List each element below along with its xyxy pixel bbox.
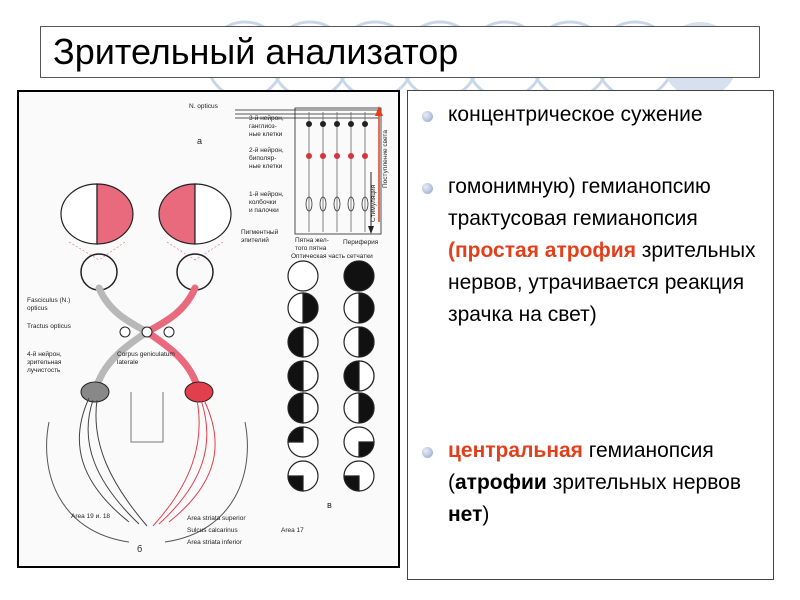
svg-text:эпителий: эпителий <box>241 236 269 244</box>
neuron2-label: 2-й нейрон, биполяр- ные клетки <box>249 146 284 170</box>
svg-text:4-й нейрон,: 4-й нейрон, <box>27 350 62 358</box>
symptoms-text-box: концентрическое сужение гомонимную) геми… <box>407 90 774 580</box>
left-eye-field <box>60 183 134 245</box>
light-direction-arrow: Поступление света <box>375 106 389 222</box>
item-text-bold: атрофии <box>455 471 547 494</box>
area-sup-label: Area striata superior <box>187 515 246 522</box>
retina-neurons <box>305 121 369 212</box>
sulcus-label: Sulcus calcarinus <box>187 527 238 534</box>
svg-text:ганглиоз-: ганглиоз- <box>249 123 277 130</box>
svg-text:Corpus geniculatum: Corpus geniculatum <box>117 351 175 358</box>
area17-label: Area 17 <box>281 527 304 534</box>
area-inf-label: Area striata inferior <box>187 539 243 546</box>
item-text-part: гомонимную) гемианопсию трактусовая геми… <box>448 175 711 230</box>
retina-layers-schematic <box>235 107 382 235</box>
svg-text:того пятна: того пятна <box>295 245 327 252</box>
eyeballs <box>80 253 214 291</box>
optic-nerves <box>93 284 201 390</box>
n-opticus-label: N. opticus <box>189 103 219 110</box>
svg-text:колбочки: колбочки <box>249 198 277 206</box>
item-text: концентрическое сужение <box>448 103 703 126</box>
svg-text:2-й нейрон,: 2-й нейрон, <box>249 146 284 154</box>
right-eye-field <box>158 183 232 245</box>
pigment-label: Пигментный эпителий <box>241 228 279 244</box>
bullet-icon <box>422 447 433 458</box>
bullet-icon <box>422 111 433 122</box>
stimulation-label: Стимуляция <box>370 184 377 222</box>
bullet-icon <box>422 183 433 194</box>
svg-text:ные клетки: ные клетки <box>249 131 283 138</box>
svg-text:laterale: laterale <box>117 359 139 366</box>
optic-radiation <box>78 397 216 527</box>
neuron3-label: 3-й нейрон, ганглиоз- ные клетки <box>249 114 284 138</box>
page-title: Зрительный анализатор <box>53 31 459 72</box>
neuron4-label: 4-й нейрон, зрительная лучистость <box>27 350 62 374</box>
occipital-lobes <box>46 392 248 543</box>
svg-text:биполяр-: биполяр- <box>249 154 276 162</box>
corpus-label: Corpus geniculatum laterale <box>117 351 175 366</box>
panel-v-label: в <box>327 500 332 510</box>
periphery-label: Периферия <box>343 239 379 246</box>
fasciculus-label: Fasciculus (N.) opticus <box>27 297 70 312</box>
list-item-central-hemianopsia: центральная гемианопсия (атрофии зритель… <box>422 435 768 531</box>
figure-illustration: а N. opticus 3-й нейрон, ганглиоз- ные к… <box>27 103 389 554</box>
list-item-tract-hemianopsia: гомонимную) гемианопсию трактусовая геми… <box>422 171 768 331</box>
item-text-part: зрительных нервов, утрачивается реакция … <box>448 239 756 326</box>
item-text-part: ) <box>482 503 490 526</box>
title-bar: Зрительный анализатор <box>40 26 760 78</box>
item-text-highlight: центральная <box>448 439 583 462</box>
svg-text:Fasciculus (N.): Fasciculus (N.) <box>27 297 70 304</box>
visual-pathway-figure: а N. opticus 3-й нейрон, ганглиоз- ные к… <box>17 90 400 568</box>
stimulation-arrow: Стимуляция <box>368 172 377 234</box>
list-item-concentric: концентрическое сужение <box>422 99 768 131</box>
yellow-spot-label: Пятна жел- того пятна <box>295 237 329 252</box>
item-text-part: гемианопсия ( <box>448 439 714 494</box>
item-text-part: зрительных нервов <box>546 471 741 494</box>
svg-text:ные клетки: ные клетки <box>249 163 283 170</box>
panel-b-label: б <box>137 544 142 554</box>
svg-text:opticus: opticus <box>27 305 48 312</box>
neuron1-label: 1-й нейрон, колбочки и палочки <box>249 190 284 214</box>
item-text-highlight: (простая атрофия <box>448 239 636 262</box>
svg-text:лучистость: лучистость <box>27 367 61 374</box>
area19-label: Area 19 и. 18 <box>71 513 110 520</box>
tractus-label: Tractus opticus <box>27 323 72 330</box>
svg-text:Пятна жел-: Пятна жел- <box>295 237 329 244</box>
svg-text:и палочки: и палочки <box>249 207 279 214</box>
svg-text:Пигментный: Пигментный <box>241 228 279 236</box>
optic-part-label: Оптическая часть сетчатки <box>291 253 373 260</box>
item-text-bold: нет <box>448 503 483 526</box>
light-in-label: Поступление света <box>382 130 389 188</box>
svg-text:1-й нейрон,: 1-й нейрон, <box>249 190 284 198</box>
svg-text:зрительная: зрительная <box>27 359 62 366</box>
field-defect-circles <box>287 260 375 492</box>
chiasm-circles <box>119 326 175 338</box>
panel-a-label: а <box>197 136 202 146</box>
projection-lines <box>68 241 224 261</box>
geniculate-bodies <box>80 381 214 403</box>
